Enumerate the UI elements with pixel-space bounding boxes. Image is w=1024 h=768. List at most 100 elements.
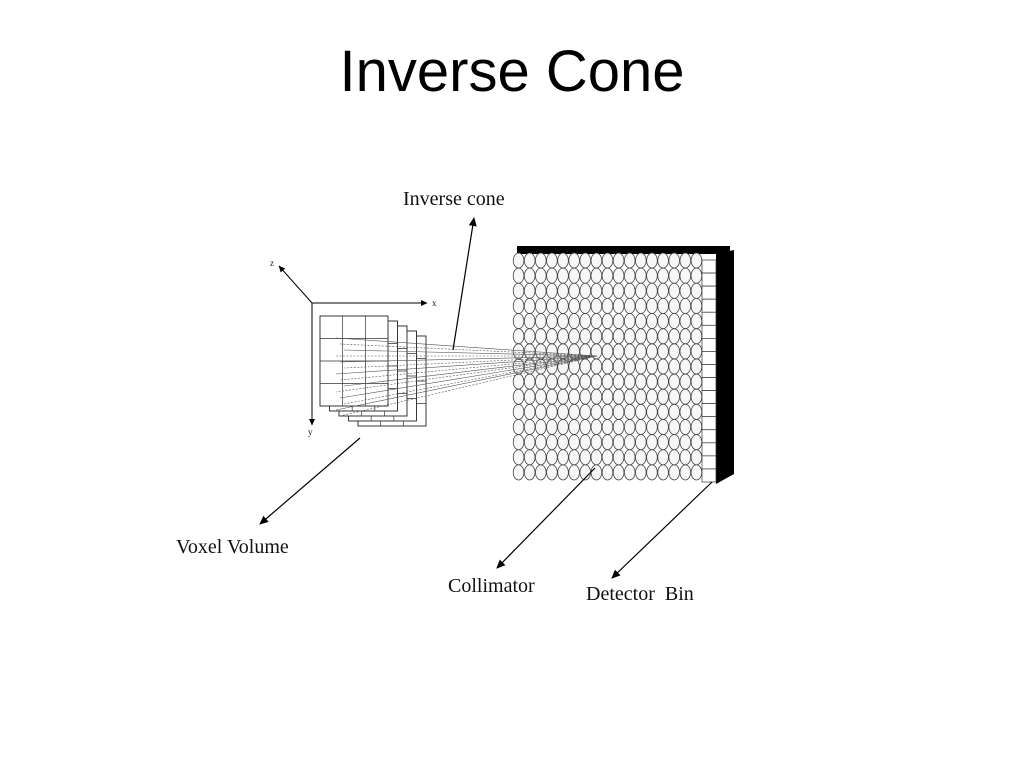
collimator-hole [668, 343, 680, 360]
collimator-hole [568, 419, 580, 435]
collimator-hole [512, 373, 525, 390]
collimator-arrow [496, 467, 596, 569]
collimator-hole [523, 313, 536, 330]
collimator-hole [657, 419, 669, 435]
collimator-hole [635, 297, 647, 314]
cone-ray [339, 355, 598, 399]
collimator-hole [590, 358, 603, 375]
cone-ray [343, 349, 598, 357]
collimator-hole [612, 373, 625, 390]
cone-ray [339, 355, 598, 417]
collimator-hole [546, 297, 558, 314]
collimator-hole [612, 434, 625, 451]
collimator-hole [568, 373, 580, 390]
collimator-hole [512, 464, 525, 481]
cone-ray [343, 355, 598, 387]
collimator-hole [601, 358, 614, 375]
collimator-hole [590, 328, 603, 345]
collimator-hole [612, 297, 625, 314]
collimator-hole [612, 343, 625, 360]
collimator-hole [623, 434, 636, 451]
axis-label-y: y [308, 427, 313, 437]
collimator-hole [612, 388, 625, 405]
collimator-hole [535, 282, 547, 299]
collimator-hole [523, 282, 536, 299]
collimator-hole [535, 373, 547, 390]
collimator-hole [679, 282, 692, 299]
collimator-hole [679, 343, 692, 360]
collimator-hole [557, 297, 569, 314]
collimator-hole [657, 267, 669, 284]
collimator-hole [512, 282, 525, 299]
collimator-hole [601, 328, 614, 345]
collimator-hole [623, 282, 636, 299]
voxel-volume-arrow [259, 437, 361, 525]
collimator-hole [579, 434, 592, 451]
collimator-hole [512, 328, 525, 345]
collimator-hole [557, 464, 569, 481]
collimator-hole [590, 373, 603, 390]
collimator-hole [657, 434, 669, 451]
collimator-hole [612, 313, 625, 330]
collimator-hole [523, 328, 536, 345]
collimator-hole [646, 373, 658, 390]
collimator-hole [557, 252, 569, 269]
collimator-hole [590, 464, 603, 481]
coordinate-axes [278, 265, 428, 426]
collimator-hole [635, 403, 647, 420]
collimator-hole [535, 464, 547, 481]
collimator-hole [557, 419, 569, 435]
collimator-hole [646, 343, 658, 360]
collimator-hole [612, 328, 625, 345]
collimator-hole [612, 464, 625, 481]
collimator [512, 246, 730, 481]
collimator-hole [568, 328, 580, 345]
collimator-hole [512, 434, 525, 451]
collimator-hole [568, 434, 580, 451]
detector-bin [701, 351, 717, 365]
collimator-hole [657, 373, 669, 390]
collimator-hole [523, 419, 536, 435]
axis-label-x: x [432, 298, 437, 308]
collimator-hole [546, 419, 558, 435]
detector-bin [701, 442, 717, 457]
collimator-hole [579, 388, 592, 405]
label-collimator: Collimator [448, 575, 535, 597]
collimator-hole [601, 343, 614, 360]
collimator-hole [679, 267, 692, 284]
detector-bin [701, 416, 717, 431]
collimator-hole [568, 267, 580, 284]
detector-bin [701, 377, 717, 391]
collimator-hole [557, 434, 569, 451]
collimator-hole [646, 252, 658, 269]
collimator-hole [523, 464, 536, 481]
collimator-hole [646, 297, 658, 314]
collimator-hole [557, 388, 569, 405]
collimator-hole [612, 449, 625, 466]
collimator-hole [679, 388, 692, 405]
collimator-hole [635, 252, 647, 269]
inverse-cone-rays [335, 337, 598, 417]
collimator-hole [535, 449, 547, 466]
collimator-hole [546, 388, 558, 405]
collimator-hole [646, 313, 658, 330]
collimator-hole [623, 403, 636, 420]
collimator-hole [546, 328, 558, 345]
collimator-hole [635, 449, 647, 466]
collimator-hole [635, 358, 647, 375]
inverse-cone-arrow [452, 217, 477, 351]
collimator-hole [679, 313, 692, 330]
collimator-hole [601, 419, 614, 435]
collimator-hole [557, 403, 569, 420]
collimator-hole [523, 373, 536, 390]
collimator-hole [568, 388, 580, 405]
collimator-hole [657, 297, 669, 314]
collimator-hole [668, 358, 680, 375]
collimator-hole [523, 297, 536, 314]
collimator-hole [557, 313, 569, 330]
cone-ray [343, 355, 598, 405]
collimator-hole [690, 297, 703, 314]
collimator-hole [590, 419, 603, 435]
collimator-hole [557, 328, 569, 345]
